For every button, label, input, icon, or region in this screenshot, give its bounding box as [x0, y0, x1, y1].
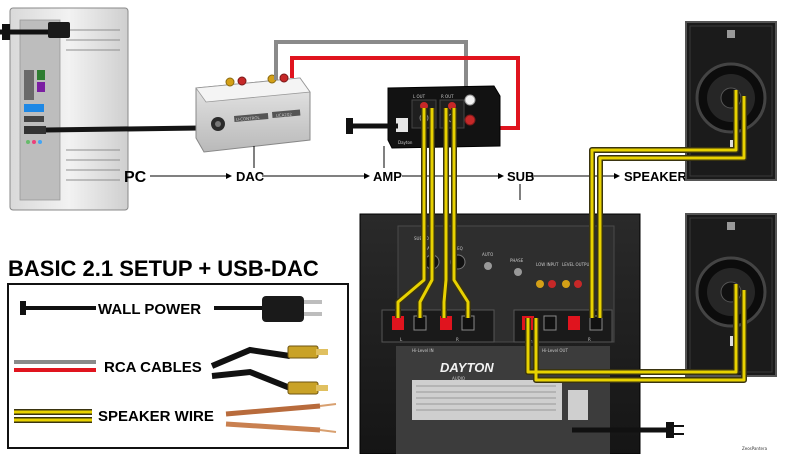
sub-control-level-output: LEVEL OUTPUT — [562, 262, 592, 267]
legend-speaker-wire-swatch — [14, 403, 337, 433]
amp-l-out-label: L OUT — [413, 94, 426, 99]
legend-speaker-wire-label: SPEAKER WIRE — [98, 408, 214, 425]
sub-hi-level-in: Hi-Level IN — [412, 348, 434, 353]
pc-tower — [9, 7, 129, 211]
sub-hi-level-out: Hi-Level OUT — [542, 348, 568, 353]
legend-rca-swatch — [14, 345, 328, 395]
flow-label-dac: DAC — [236, 169, 265, 184]
amp-r-out-label: R OUT — [441, 94, 454, 99]
amp-power-cord — [346, 118, 398, 134]
flow-label-speakers: SPEAKERS — [624, 169, 696, 184]
sub-control-auto: AUTO — [482, 252, 493, 257]
legend: WALL POWER RCA CABLES SPEAKER WIRE — [7, 283, 349, 449]
speaker-top — [685, 21, 777, 181]
legend-wall-power-swatch — [20, 296, 322, 322]
sub-control-freq: FREQ — [452, 246, 463, 251]
usb-dac-unit: U-CONTROL UCA202 — [195, 73, 311, 153]
amp-brand: Dayton — [398, 140, 413, 145]
sub-control-low-input: LOW INPUT — [536, 262, 559, 267]
sub-brand-sub: AUDIO — [452, 376, 465, 381]
signal-flow: PC DAC AMP SUB SPEAKERS — [124, 146, 696, 200]
legend-wall-power-label: WALL POWER — [98, 301, 201, 318]
sub-out-terminal-l: L — [530, 337, 533, 342]
sub-in-terminal-r: R — [456, 337, 459, 342]
dac-model: UCA202 — [276, 112, 293, 118]
rca-cable-pair — [274, 40, 520, 130]
dac-brand: U-CONTROL — [236, 115, 261, 122]
flow-label-amp: AMP — [373, 169, 402, 184]
sub-out-terminal-r: R — [588, 337, 591, 342]
usb-cable — [45, 125, 201, 133]
pc-power-cord — [0, 24, 48, 40]
credit-text: ZeosPantera — [742, 446, 768, 451]
sub-control-phase: PHASE — [510, 258, 524, 263]
legend-rca-label: RCA CABLES — [104, 359, 202, 376]
diagram-title: BASIC 2.1 SETUP + USB-DAC — [8, 256, 319, 281]
speaker-wires — [395, 90, 747, 383]
flow-label-sub: SUB — [507, 169, 534, 184]
sub-brand: DAYTON — [440, 360, 494, 375]
speaker-bottom — [685, 213, 777, 377]
sub-in-terminal-l: L — [400, 337, 403, 342]
flow-label-pc: PC — [124, 169, 147, 186]
sub-power-cord — [572, 422, 684, 438]
